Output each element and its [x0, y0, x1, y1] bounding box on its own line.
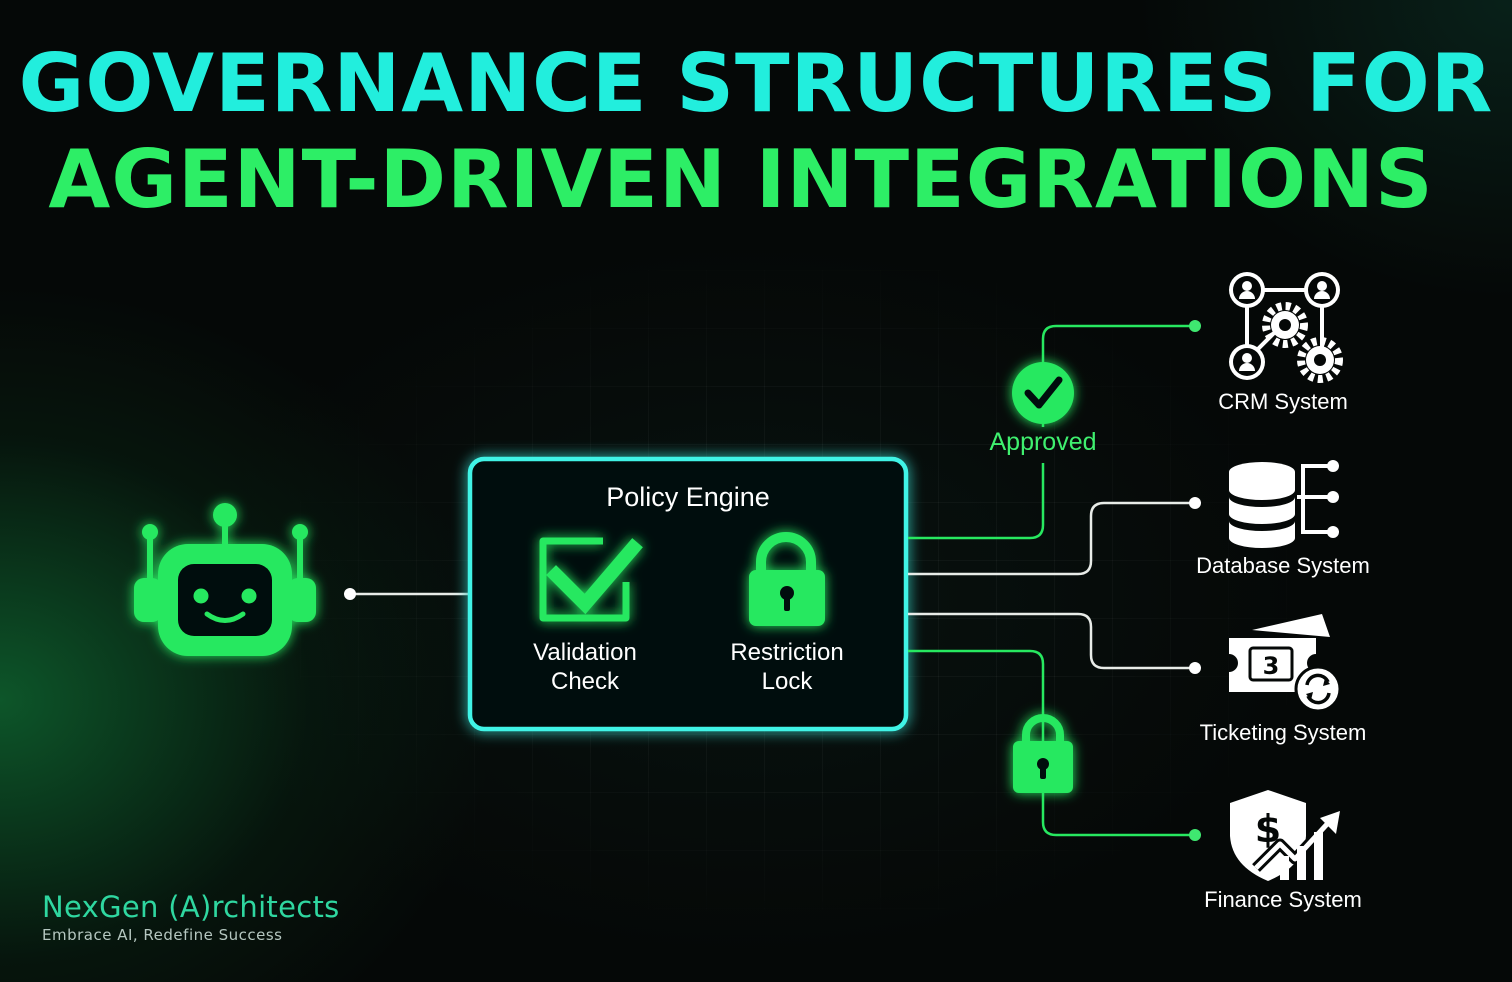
validation-check-icon	[539, 537, 643, 622]
database-endpoint-dot	[1189, 497, 1201, 509]
system-connectors	[908, 324, 1195, 837]
restriction-lock-label: Restriction Lock	[730, 639, 844, 695]
database-system-label: Database System	[1196, 553, 1370, 578]
connector-database	[908, 501, 1195, 576]
restriction-lock-icon	[749, 532, 825, 626]
svg-text:3: 3	[1263, 652, 1280, 680]
ticket-icon: 3	[1229, 614, 1342, 713]
title-line-1: GOVERNANCE STRUCTURES FOR	[18, 37, 1494, 130]
approved-label: Approved	[989, 428, 1097, 456]
crm-system-label: CRM System	[1218, 389, 1348, 414]
brand-tagline: Embrace AI, Redefine Success	[42, 926, 283, 944]
finance-system-label: Finance System	[1204, 887, 1362, 912]
policy-engine-panel	[467, 456, 909, 732]
approved-check-icon	[1012, 362, 1074, 424]
database-icon	[1229, 460, 1339, 548]
gate-lock-icon	[1013, 714, 1073, 793]
brand-logo-text: NexGen (A)rchitects	[42, 890, 340, 924]
policy-engine-title: Policy Engine	[606, 482, 770, 512]
title-line-2: AGENT-DRIVEN INTEGRATIONS	[48, 133, 1434, 226]
crm-endpoint-dot	[1189, 320, 1201, 332]
agent-connector-dot	[344, 588, 356, 600]
ticketing-endpoint-dot	[1189, 662, 1201, 674]
finance-endpoint-dot	[1189, 829, 1201, 841]
validation-check-label: Validation Check	[533, 639, 637, 695]
crm-network-icon	[1229, 272, 1343, 383]
finance-shield-icon: $	[1230, 790, 1340, 881]
connector-crm	[908, 324, 1195, 540]
connector-ticketing	[908, 612, 1195, 670]
ticketing-system-label: Ticketing System	[1199, 720, 1367, 745]
robot-agent-icon	[134, 503, 316, 656]
